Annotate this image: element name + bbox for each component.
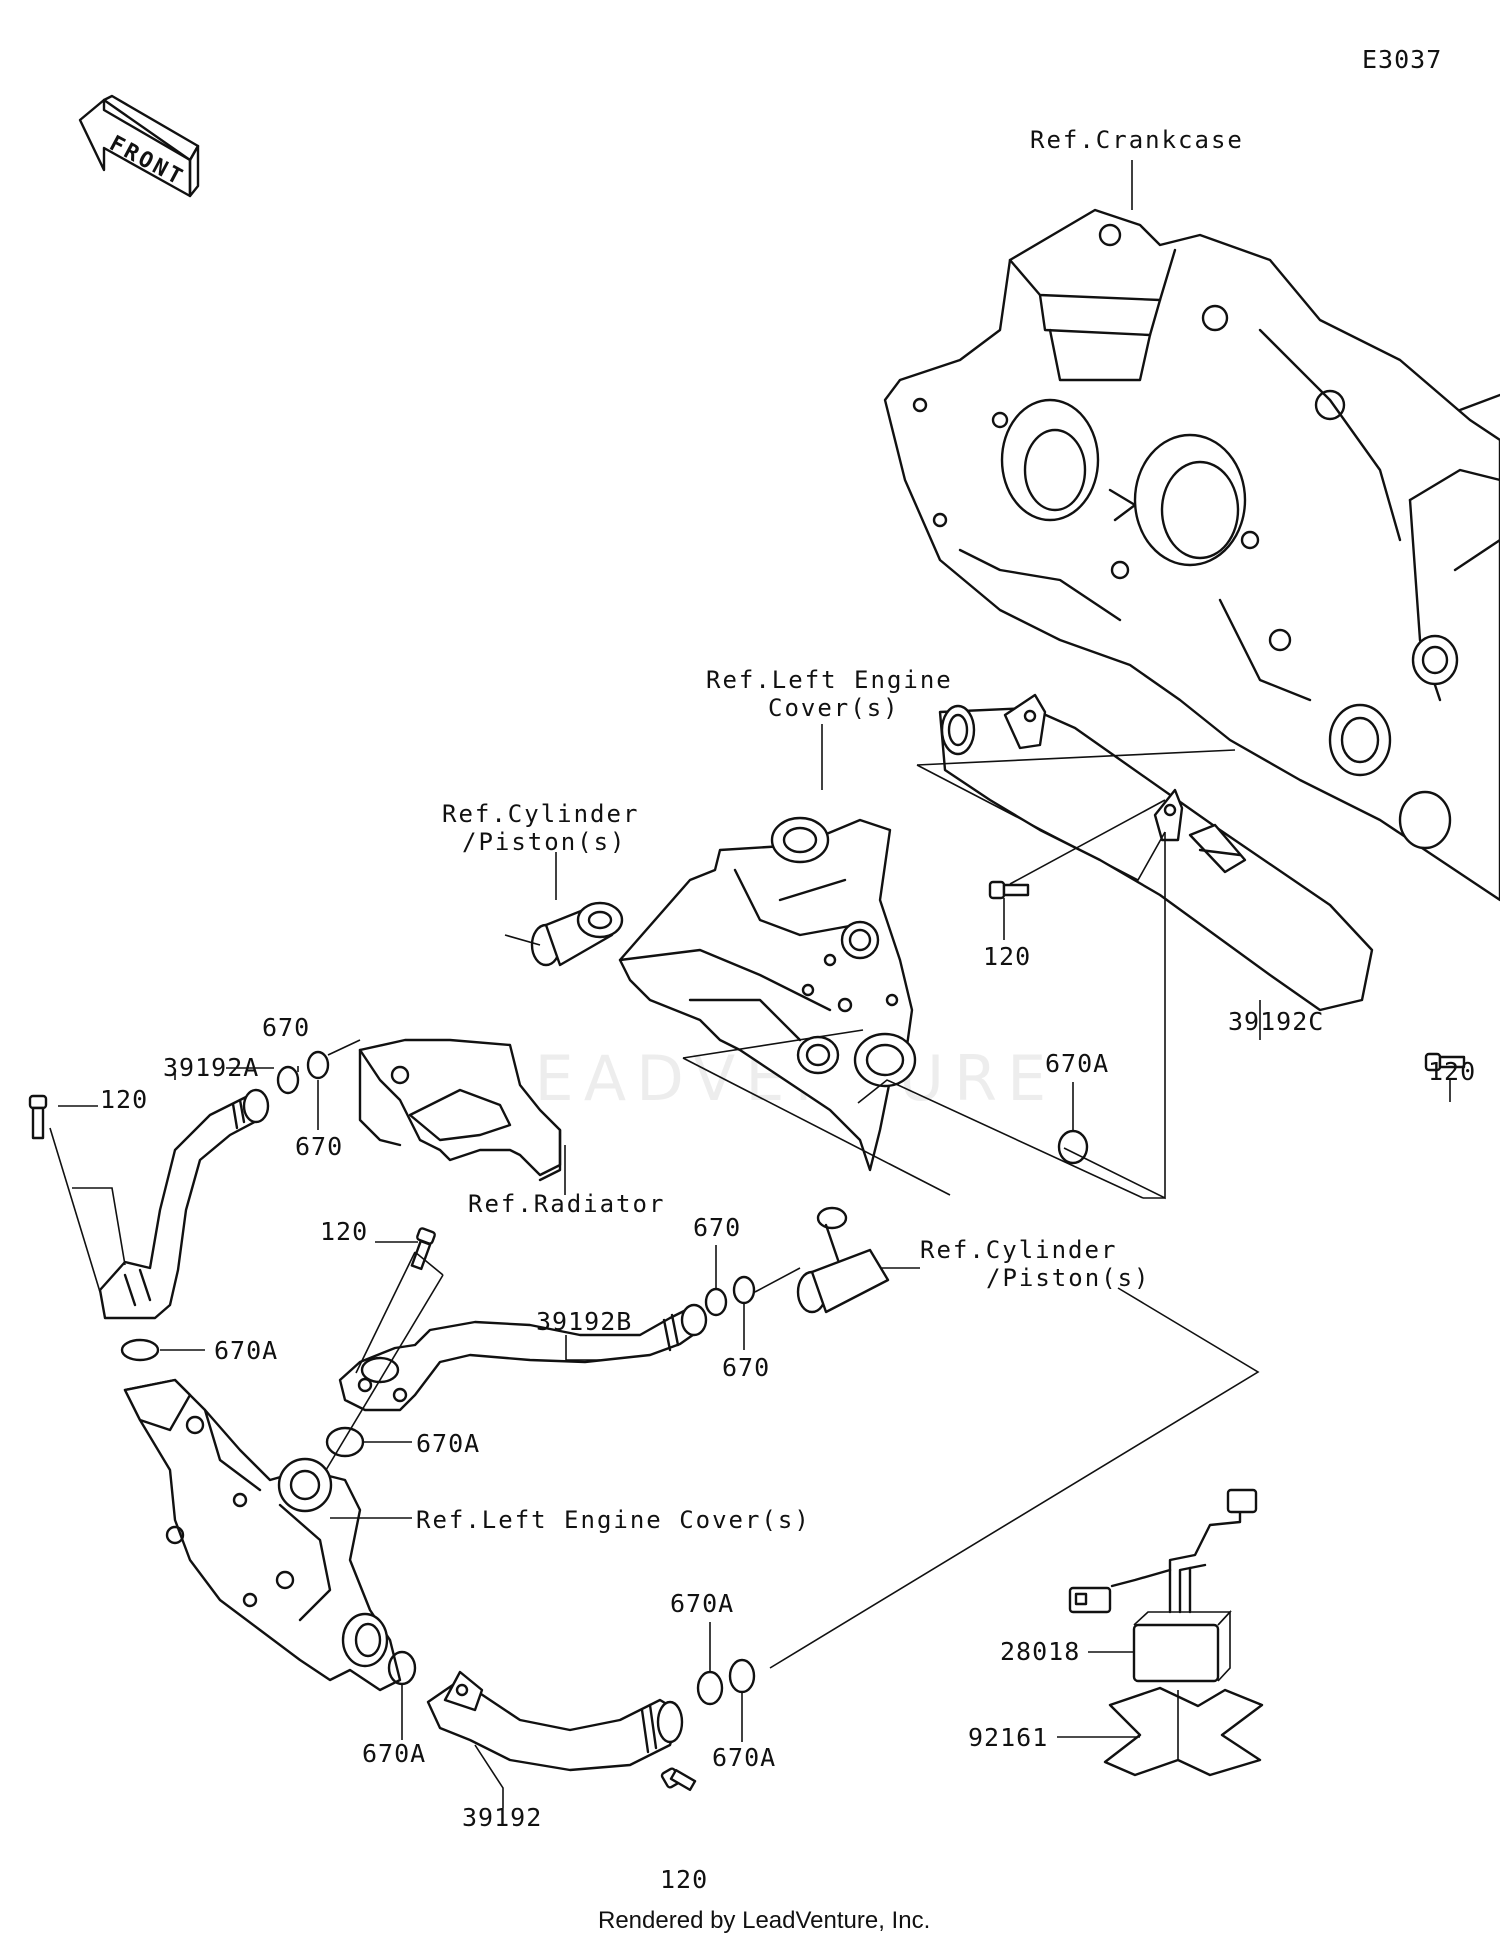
o-ring-icon bbox=[325, 1426, 365, 1458]
o-ring-icon bbox=[120, 1338, 160, 1362]
radiator-drawing bbox=[358, 1038, 566, 1195]
o-ring-icon bbox=[306, 1050, 330, 1080]
ref-cylinder-a-1: Ref.Cylinder bbox=[442, 800, 639, 828]
ref-left-engine-cover-top-1: Ref.Left Engine bbox=[706, 666, 953, 694]
o-ring-icon bbox=[696, 1670, 724, 1706]
ref-left-engine-cover-top-2: Cover(s) bbox=[768, 694, 900, 722]
ref-crankcase-label: Ref.Crankcase bbox=[1030, 126, 1244, 154]
front-arrow-icon: FRONT bbox=[78, 94, 200, 198]
crankcase-drawing bbox=[883, 160, 1500, 902]
callout-670-b1: 670 bbox=[693, 1213, 741, 1242]
callout-28018: 28018 bbox=[1000, 1637, 1080, 1666]
bolt-icon bbox=[1424, 1052, 1466, 1072]
bolt-icon bbox=[988, 880, 1030, 900]
cylinder-fitting-b bbox=[796, 1206, 920, 1314]
cylinder-fitting-a bbox=[530, 852, 624, 967]
bolt-icon bbox=[410, 1227, 436, 1271]
ref-radiator-label: Ref.Radiator bbox=[468, 1190, 665, 1218]
ref-left-engine-cover-bottom: Ref.Left Engine Cover(s) bbox=[416, 1506, 811, 1534]
callout-120-b: 120 bbox=[320, 1217, 368, 1246]
pipe-39192c bbox=[938, 693, 1374, 1012]
pipe-39192a bbox=[98, 1088, 270, 1320]
callout-670-a1: 670 bbox=[262, 1013, 310, 1042]
o-ring-icon bbox=[732, 1275, 756, 1305]
pad-92161 bbox=[1057, 1686, 1264, 1777]
o-ring-icon bbox=[276, 1065, 300, 1095]
left-engine-cover-bottom bbox=[123, 1378, 412, 1692]
o-ring-icon bbox=[1057, 1129, 1089, 1165]
callout-120-a: 120 bbox=[100, 1085, 148, 1114]
callout-39192c: 39192C bbox=[1228, 1007, 1324, 1036]
wiring-harness-28018 bbox=[1068, 1488, 1258, 1683]
callout-670a-2: 670A bbox=[214, 1336, 278, 1365]
pipe-39192 bbox=[426, 1670, 684, 1808]
bolt-icon bbox=[28, 1094, 48, 1140]
bolt-icon bbox=[660, 1767, 697, 1792]
ref-cylinder-b-1: Ref.Cylinder bbox=[920, 1236, 1117, 1264]
assembly-lines bbox=[49, 749, 1451, 1669]
callout-leaders bbox=[160, 1000, 1261, 1742]
callout-39192b: 39192B bbox=[536, 1307, 632, 1336]
callout-670a-3: 670A bbox=[416, 1429, 480, 1458]
ref-cylinder-b-2: /Piston(s) bbox=[986, 1264, 1151, 1292]
callout-670a-5: 670A bbox=[670, 1589, 734, 1618]
callout-120-c: 120 bbox=[983, 942, 1031, 971]
callout-39192: 39192 bbox=[462, 1803, 542, 1832]
o-ring-icon bbox=[728, 1658, 756, 1694]
footer-credit: Rendered by LeadVenture, Inc. bbox=[598, 1907, 930, 1934]
callout-120-e: 120 bbox=[660, 1865, 708, 1894]
left-engine-cover-top bbox=[618, 724, 917, 1172]
callout-670-b2: 670 bbox=[722, 1353, 770, 1382]
callout-39192a: 39192A bbox=[163, 1053, 259, 1082]
callout-120-d: 120 bbox=[1428, 1057, 1476, 1086]
diagram-code: E3037 bbox=[1362, 45, 1442, 74]
o-ring-icon bbox=[704, 1287, 728, 1317]
callout-670-a2: 670 bbox=[295, 1132, 343, 1161]
callout-92161: 92161 bbox=[968, 1723, 1048, 1752]
pipe-39192b bbox=[338, 1303, 708, 1412]
callout-670a-4: 670A bbox=[362, 1739, 426, 1768]
ref-cylinder-a-2: /Piston(s) bbox=[462, 828, 627, 856]
callout-670a-6: 670A bbox=[712, 1743, 776, 1772]
callout-670a-1: 670A bbox=[1045, 1049, 1109, 1078]
